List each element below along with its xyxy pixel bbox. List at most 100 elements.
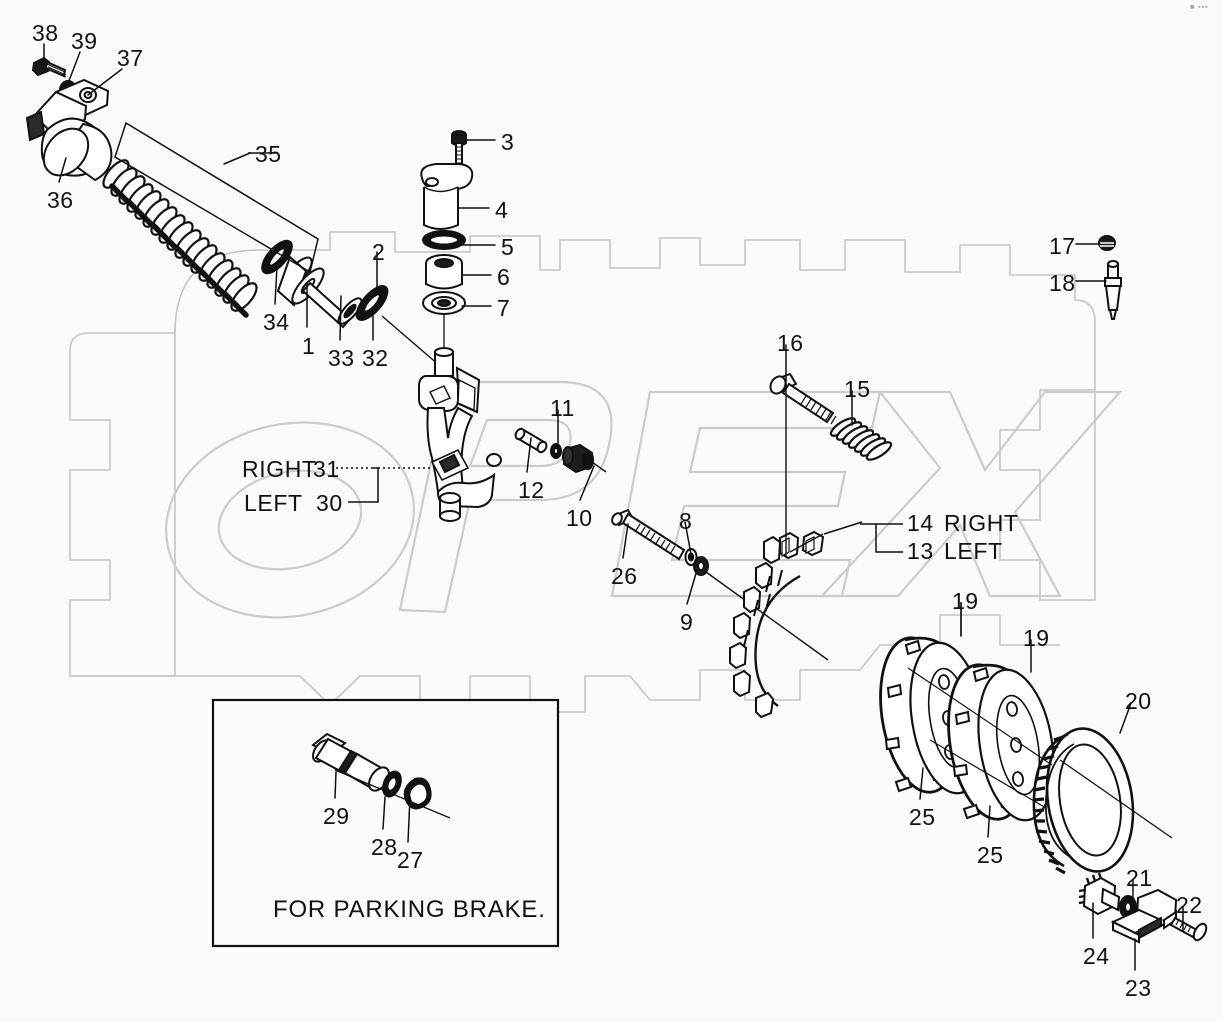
callout-number-26: 26 xyxy=(611,563,638,589)
part-3-screw xyxy=(451,130,467,168)
part-4-cap xyxy=(420,163,474,230)
leader-line-33 xyxy=(339,295,342,341)
part-34-ring xyxy=(261,239,293,275)
callout-number-29: 29 xyxy=(323,803,350,829)
corner-mark: ■ ▪▪▪ xyxy=(1190,4,1209,11)
callout-number-24: 24 xyxy=(1083,943,1110,969)
callout-number-5: 5 xyxy=(501,234,515,260)
parts-17-18-group xyxy=(1098,235,1122,320)
callout-number-36: 36 xyxy=(47,187,74,213)
variant-number-14: 14 xyxy=(907,510,934,536)
rod-26-group xyxy=(611,508,829,661)
part-36-rod-end xyxy=(40,117,113,182)
callout-number-25b: 25 xyxy=(977,842,1004,868)
callout-number-38: 38 xyxy=(32,20,59,46)
leader-line-29 xyxy=(334,771,337,799)
brake-disc-stack xyxy=(879,636,1173,875)
callout-number-34: 34 xyxy=(263,309,290,335)
leader-line-9 xyxy=(686,569,698,605)
part-11-washer xyxy=(550,443,562,459)
leader-line-20 xyxy=(1119,702,1132,734)
callout-number-21: 21 xyxy=(1126,865,1153,891)
callout-number-23: 23 xyxy=(1125,975,1152,1001)
part-13-bracket xyxy=(779,531,800,560)
part-21-washer xyxy=(1119,895,1137,919)
callout-number-6: 6 xyxy=(497,264,511,290)
part-23-bracket xyxy=(1110,888,1178,944)
leader-line-28 xyxy=(382,796,386,830)
part-6-bushing xyxy=(425,254,463,290)
callout-leader-lines xyxy=(43,43,1184,971)
callout-number-7: 7 xyxy=(497,295,511,321)
leader-line-25b xyxy=(987,805,991,838)
part-33-washer xyxy=(337,297,363,325)
leader-line-10 xyxy=(579,465,595,501)
leader-line-12 xyxy=(526,437,532,473)
part-30-31-lever-arm xyxy=(418,366,502,522)
leader-line-37 xyxy=(87,68,123,96)
leader-line-34 xyxy=(274,265,278,305)
callout-number-15: 15 xyxy=(844,376,871,402)
callout-number-32: 32 xyxy=(362,345,389,371)
watermark-gear-outline xyxy=(69,231,1096,713)
part-38-bolt xyxy=(31,56,67,78)
leader-35-box xyxy=(114,121,319,274)
callout-number-37: 37 xyxy=(117,45,144,71)
callout-number-33: 33 xyxy=(328,345,355,371)
parking-brake-inset xyxy=(211,698,560,948)
callout-number-1: 1 xyxy=(302,333,316,359)
pin-and-fitting-group xyxy=(514,427,607,474)
callout-number-19a: 19 xyxy=(952,588,979,614)
callout-number-8: 8 xyxy=(679,508,693,534)
part-17-nut xyxy=(1098,235,1116,251)
master-cylinder-column xyxy=(418,130,502,522)
variant-right-number-left-group: 31 xyxy=(313,456,340,482)
variant-number-13: 13 xyxy=(907,538,934,564)
variant-bracket-right xyxy=(823,521,903,553)
variant-left-label-left-group: LEFT xyxy=(244,490,303,516)
parts-13-14-brackets xyxy=(763,530,825,565)
callout-number-25a: 25 xyxy=(909,804,936,830)
callout-number-12: 12 xyxy=(518,477,545,503)
leader-line-39 xyxy=(66,51,81,87)
callout-number-35: 35 xyxy=(255,141,282,167)
callout-number-11: 11 xyxy=(550,395,575,421)
callout-number-28: 28 xyxy=(371,834,398,860)
leader-line-8 xyxy=(684,521,692,555)
part-28-seal xyxy=(382,770,402,798)
callout-number-39: 39 xyxy=(71,28,98,54)
callout-number-22: 22 xyxy=(1176,892,1203,918)
callout-number-20: 20 xyxy=(1125,688,1152,714)
leader-line-26 xyxy=(622,523,629,559)
part-15-spring xyxy=(829,417,893,461)
part-8-washer xyxy=(684,548,698,566)
part-35-spring xyxy=(102,159,258,318)
part-24-pinion xyxy=(1078,872,1121,916)
pinion-bracket-group xyxy=(1078,872,1208,944)
part-16-bolt xyxy=(769,372,835,424)
bolt-16-spring-15 xyxy=(769,372,893,461)
callout-number-16: 16 xyxy=(777,330,804,356)
variant-side-left: LEFT xyxy=(944,538,1003,564)
inset-border xyxy=(211,698,560,948)
part-14-bracket xyxy=(801,530,825,557)
callout-number-4: 4 xyxy=(495,197,509,223)
callout-number-27: 27 xyxy=(397,847,424,873)
callout-number-2: 2 xyxy=(372,239,386,265)
part-5-oring xyxy=(422,230,466,250)
part-7-seal xyxy=(422,291,466,315)
leader-line-27 xyxy=(407,796,411,843)
part-16-threads xyxy=(800,395,837,425)
part-22-bolt xyxy=(1169,916,1208,942)
leader-line-35 xyxy=(223,152,251,165)
disc-25-a xyxy=(947,663,1055,822)
part-18-plunger xyxy=(1104,260,1122,320)
variant-left-number-left-group: 30 xyxy=(316,490,343,516)
leader-line-36 xyxy=(58,157,67,183)
variant-side-right: RIGHT xyxy=(944,510,1019,536)
callout-number-9: 9 xyxy=(680,609,694,635)
callout-number-3: 3 xyxy=(501,129,515,155)
callout-number-18: 18 xyxy=(1049,270,1076,296)
